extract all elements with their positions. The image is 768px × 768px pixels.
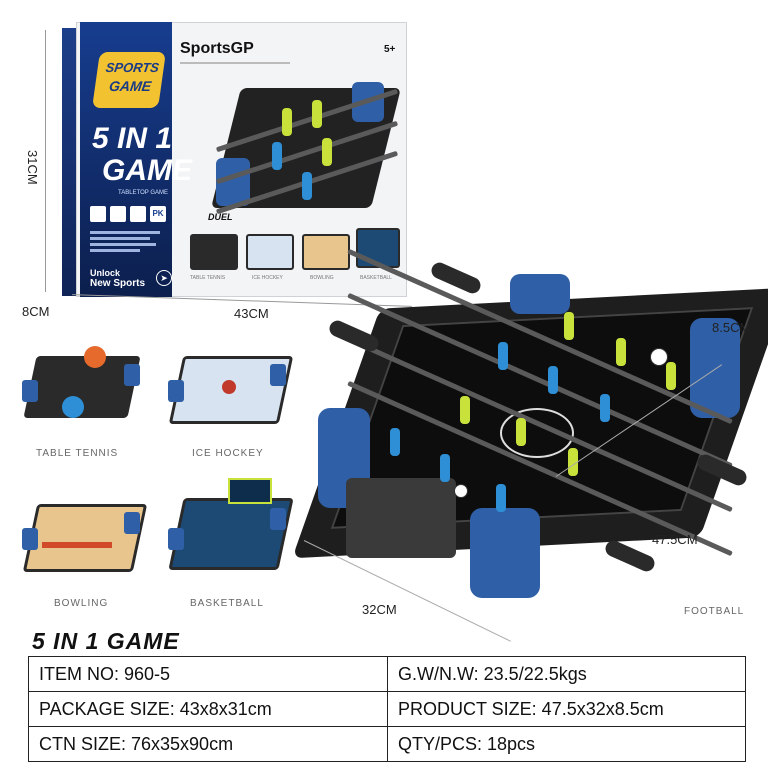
corner-front-right	[470, 508, 540, 598]
spec-title: 5 IN 1 GAME	[32, 628, 180, 654]
foosball-table	[292, 248, 768, 608]
duel-logo: DUEL	[208, 212, 233, 222]
player-yellow	[616, 338, 626, 366]
headline-line1: 5 IN 1	[92, 122, 173, 155]
logo-line1: SPORTS	[104, 60, 161, 75]
paddle-orange	[84, 346, 106, 368]
player-blue	[498, 342, 508, 370]
sports-game-logo: SPORTS GAME	[92, 52, 166, 108]
player-blue	[496, 484, 506, 512]
tagline: TABLETOP GAME	[118, 190, 169, 196]
player-yellow	[460, 396, 470, 424]
box-thumb-table-tennis	[190, 234, 238, 270]
age-badge: 5+	[384, 44, 396, 55]
players-icon	[90, 206, 106, 222]
brand-subtitle-line	[180, 62, 290, 64]
hockey-puck	[222, 380, 236, 394]
caption-ice-hockey: ICE HOCKEY	[192, 448, 264, 459]
pk-badge: PK	[150, 206, 166, 222]
mode-ice-hockey	[168, 340, 294, 430]
box-thumb-caption-4: BASKETBALL	[360, 275, 392, 281]
player-blue	[440, 454, 450, 482]
player-blue	[548, 366, 558, 394]
box-thumb-caption-1: TABLE TENNIS	[190, 275, 226, 281]
table-width-label: 32CM	[362, 602, 397, 617]
mode-basketball	[168, 478, 294, 570]
table-length-label: 47.5CM	[652, 532, 698, 547]
goal-box	[346, 478, 456, 558]
box-thumb-bowling	[302, 234, 350, 270]
table-row: ITEM NO: 960-5 G.W/N.W: 23.5/22.5kgs	[28, 656, 746, 692]
ctn-size-cell: CTN SIZE: 76x35x90cm	[28, 726, 388, 762]
caption-table-tennis: TABLE TENNIS	[36, 448, 119, 459]
item-no-cell: ITEM NO: 960-5	[28, 656, 388, 692]
box-thumb-caption-3: BOWLING	[310, 275, 334, 281]
caption-football: FOOTBALL	[684, 606, 745, 617]
box-height-label: 31CM	[25, 150, 40, 185]
player-yellow	[564, 312, 574, 340]
player-yellow	[568, 448, 578, 476]
headline-line2: GAME	[102, 154, 192, 187]
box-spine	[62, 28, 80, 296]
basketball-backboard	[228, 478, 272, 504]
brand-name: SportsGP	[180, 40, 254, 57]
rod-handle	[602, 538, 658, 574]
box-depth-label: 8CM	[22, 304, 50, 319]
table-row: CTN SIZE: 76x35x90cm QTY/PCS: 18pcs	[28, 726, 746, 762]
player-blue	[390, 428, 400, 456]
caption-bowling: BOWLING	[54, 598, 109, 609]
center-circle	[500, 408, 574, 458]
player-yellow	[666, 362, 676, 390]
box-foosball-image	[211, 68, 402, 238]
rod-handle	[326, 318, 382, 354]
hand-icon	[130, 206, 146, 222]
corner-back-left	[510, 274, 570, 314]
unlock-line1: Unlock	[90, 268, 121, 278]
football-ball-icon	[650, 348, 668, 366]
package-size-cell: PACKAGE SIZE: 43x8x31cm	[28, 691, 388, 727]
player-yellow	[516, 418, 526, 446]
board-icon	[110, 206, 126, 222]
box-width-label: 43CM	[234, 306, 269, 321]
unlock-line2: New Sports	[90, 278, 146, 289]
bowling-lane-stripe	[42, 542, 112, 548]
gw-nw-cell: G.W/N.W: 23.5/22.5kgs	[387, 656, 746, 692]
caption-basketball: BASKETBALL	[190, 598, 264, 609]
paddle-blue	[62, 396, 84, 418]
table-row: PACKAGE SIZE: 43x8x31cm PRODUCT SIZE: 47…	[28, 691, 746, 727]
box-thumb-ice-hockey	[246, 234, 294, 270]
mode-table-tennis	[22, 340, 142, 430]
logo-line2: GAME	[108, 78, 153, 94]
product-size-cell: PRODUCT SIZE: 47.5x32x8.5cm	[387, 691, 746, 727]
box-height-line	[45, 30, 46, 292]
spec-table: ITEM NO: 960-5 G.W/N.W: 23.5/22.5kgs PAC…	[28, 656, 746, 762]
qty-cell: QTY/PCS: 18pcs	[387, 726, 746, 762]
table-height-label: 8.5CM	[712, 320, 751, 335]
mode-bowling	[22, 488, 148, 578]
box-thumb-caption-2: ICE HOCKEY	[252, 275, 283, 281]
football-ball-icon	[454, 484, 468, 498]
arrow-circle-icon: ➤	[156, 270, 172, 286]
feature-icons: PK	[90, 206, 168, 222]
player-blue	[600, 394, 610, 422]
feature-list	[90, 228, 166, 255]
